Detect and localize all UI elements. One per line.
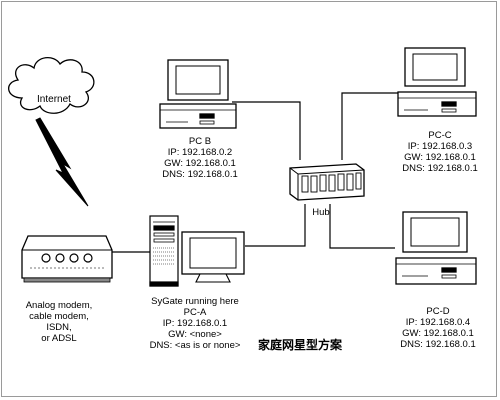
pc-d-label-line: IP: 192.168.0.4 — [405, 317, 471, 328]
modem-label-line: ISDN, — [46, 322, 72, 333]
pc-c-label-line: DNS: 192.168.0.1 — [402, 163, 478, 174]
link-pc-a-hub — [245, 204, 306, 247]
pc-a-label-line: DNS: <as is or none> — [149, 340, 241, 351]
pc-b-label-line: DNS: 192.168.0.1 — [162, 169, 238, 180]
pc-c-computer-icon — [397, 47, 477, 117]
modem-icon — [21, 235, 113, 283]
pc-b-computer-icon — [159, 59, 237, 129]
pc-b-label-line: PC B — [188, 136, 212, 147]
pc-c-label-line: PC-C — [428, 130, 452, 141]
pc-a-label-line: GW: <none> — [168, 329, 222, 340]
internet-cloud-icon — [8, 57, 95, 114]
modem-label-line: or ADSL — [41, 333, 77, 344]
hub-label: Hub — [312, 207, 330, 218]
diagram-caption: 家庭网星型方案 — [258, 338, 343, 352]
pc-d-label-line: GW: 192.168.0.1 — [402, 328, 474, 339]
modem-label-line: cable modem, — [29, 311, 89, 322]
link-hub-pc-d — [329, 204, 395, 249]
pc-b-label: PC B IP: 192.168.0.2 GW: 192.168.0.1 DNS… — [158, 136, 242, 180]
hub-icon — [289, 163, 365, 201]
pc-d-label-line: PC-D — [426, 306, 450, 317]
pc-a-label-line: PC-A — [183, 307, 207, 318]
pc-d-label-line: DNS: 192.168.0.1 — [400, 339, 476, 350]
pc-c-label: PC-C IP: 192.168.0.3 GW: 192.168.0.1 DNS… — [395, 130, 485, 174]
modem-label: Analog modem, cable modem, ISDN, or ADSL — [20, 300, 98, 344]
pc-b-label-line: IP: 192.168.0.2 — [167, 147, 233, 158]
link-pc-c-hub — [341, 92, 405, 160]
pc-b-label-line: GW: 192.168.0.1 — [164, 158, 236, 169]
pc-c-label-line: GW: 192.168.0.1 — [404, 152, 476, 163]
lightning-bolt-icon — [35, 117, 89, 207]
pc-a-label: SyGate running here PC-A IP: 192.168.0.1… — [140, 296, 250, 351]
modem-label-line: Analog modem, — [25, 300, 93, 311]
pc-a-label-line: IP: 192.168.0.1 — [162, 318, 228, 329]
pc-c-label-line: IP: 192.168.0.3 — [407, 141, 473, 152]
link-pc-b-hub — [232, 101, 301, 160]
pc-d-computer-icon — [395, 211, 477, 285]
pc-a-label-line: SyGate running here — [151, 296, 239, 307]
pc-d-label: PC-D IP: 192.168.0.4 GW: 192.168.0.1 DNS… — [392, 306, 484, 350]
pc-a-monitor-icon — [181, 231, 245, 283]
internet-label: Internet — [37, 94, 71, 105]
pc-a-server-icon — [149, 215, 179, 287]
